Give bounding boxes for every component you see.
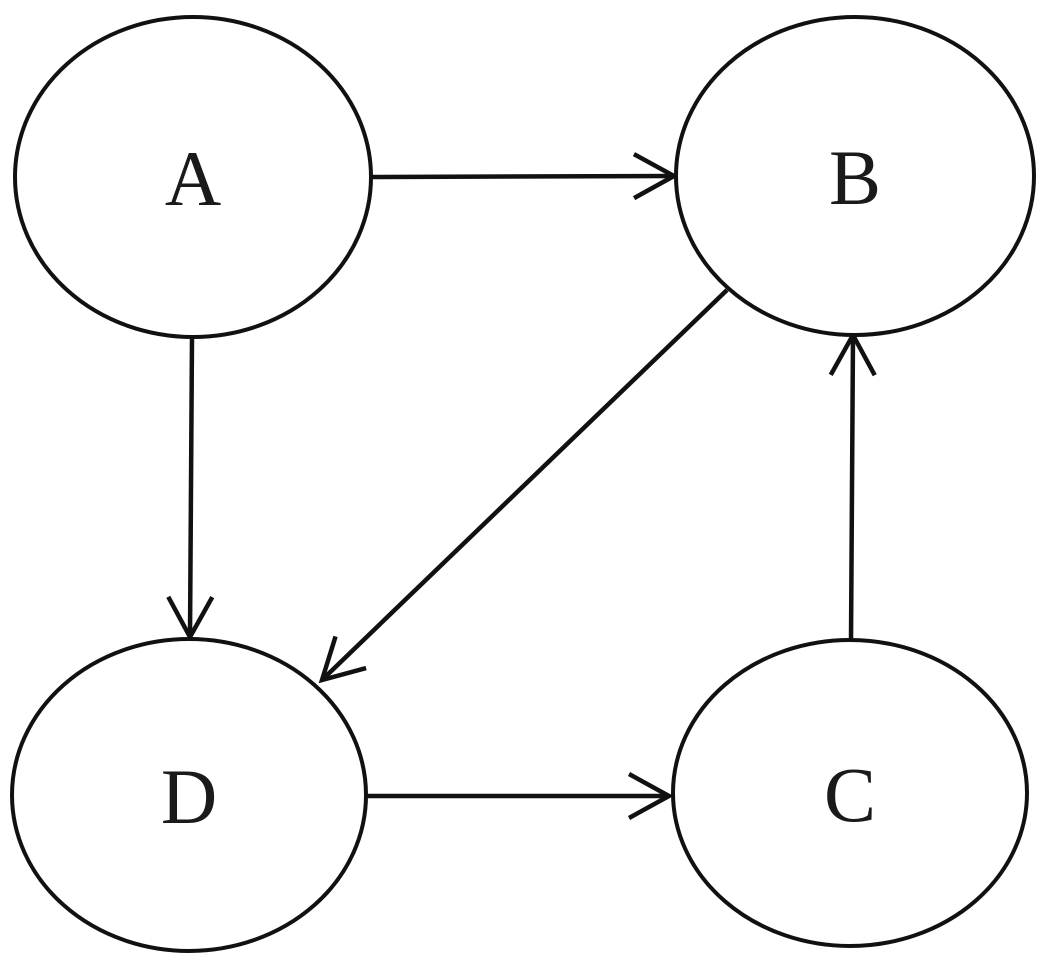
edge-B-to-D-arrowhead-icon bbox=[318, 635, 367, 684]
edge-A-to-D bbox=[187, 336, 195, 638]
node-D-circle bbox=[10, 637, 368, 953]
node-C-circle bbox=[671, 638, 1029, 948]
node-B-label: B bbox=[829, 134, 881, 221]
node-C-label: C bbox=[824, 751, 876, 838]
node-B-circle bbox=[674, 15, 1036, 337]
node-A-label: A bbox=[165, 135, 221, 222]
edge-D-to-C-arrowhead-icon bbox=[627, 772, 674, 820]
edge-A-to-B bbox=[370, 173, 675, 180]
edge-B-to-D bbox=[320, 288, 729, 682]
node-A-circle bbox=[13, 15, 373, 339]
edge-C-to-B bbox=[848, 334, 856, 642]
edge-A-to-D-arrowhead-icon bbox=[166, 595, 215, 642]
node-D-label: D bbox=[161, 753, 217, 840]
